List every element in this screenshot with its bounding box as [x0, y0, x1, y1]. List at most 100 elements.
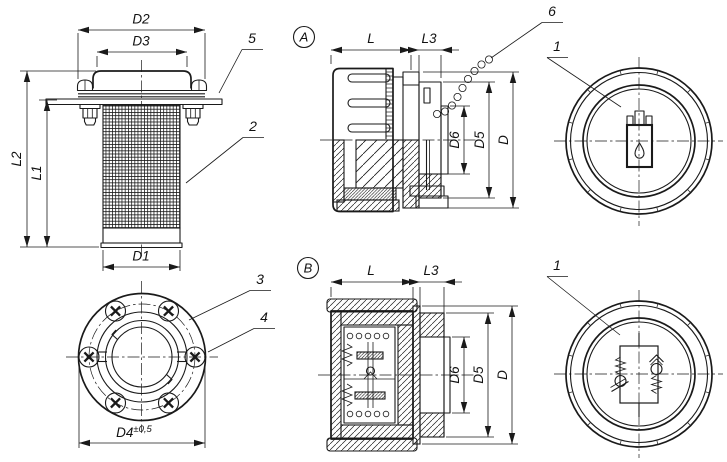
chain-anchor-pin [423, 87, 431, 104]
callout-2-label: 2 [248, 118, 257, 134]
section-hatching [332, 139, 449, 212]
flange-plate [45, 98, 223, 106]
flange-plan-view: D4±0,5 3 4 [66, 271, 275, 448]
cap-outline [565, 300, 713, 448]
oil-can-icon [625, 110, 654, 169]
cap-rim [569, 71, 709, 211]
svg-text:A: A [299, 30, 309, 45]
cap-top-view-b: 1 [546, 257, 723, 458]
view-label-a: A [292, 25, 316, 49]
oil-drop-icon [634, 142, 645, 159]
dimension-d5: D5 [443, 81, 495, 199]
dim-label-d4: D4±0,5 [116, 424, 152, 440]
neck-wall-bottom [419, 412, 445, 438]
phillips-screw [104, 391, 127, 415]
dim-label-d: D [495, 370, 510, 380]
cap-inner-ring [586, 88, 692, 194]
phillips-screw [183, 345, 207, 369]
phillips-screw [157, 299, 180, 323]
spring-top [340, 343, 354, 367]
dimension-d6: D6 [443, 105, 470, 175]
gasket [78, 89, 205, 98]
bore-face [443, 336, 451, 414]
grip-ribs [347, 73, 391, 133]
ball-chain [432, 55, 493, 119]
dimension-l1: L1 [29, 99, 57, 247]
section-view-b: B L L3 [296, 256, 518, 452]
dimension-d5-b: D5 [446, 312, 494, 438]
callout-1-a: 1 [546, 38, 622, 108]
valve-ball-right [650, 362, 663, 376]
screen-bottom-band [102, 227, 181, 244]
view-label-b: B [296, 256, 320, 280]
dim-label-l3: L3 [423, 263, 439, 278]
callout-3: 3 [188, 271, 271, 321]
dim-label-l2: L2 [9, 151, 24, 167]
flange-disc [412, 305, 421, 445]
neck-circle [96, 311, 188, 403]
dimension-d2: D2 [77, 12, 206, 79]
neck-wall-top [419, 312, 445, 338]
dim-label-l: L [367, 263, 375, 278]
cap-shell [92, 70, 192, 89]
callout-4: 4 [207, 309, 275, 353]
dim-label-d3: D3 [132, 34, 150, 49]
callout-6: 6 [490, 3, 563, 59]
callout-5-label: 5 [248, 30, 256, 46]
dimension-d4: D4±0,5 [78, 367, 206, 448]
dimension-l: L [330, 31, 412, 70]
cap-inner-ring [586, 321, 692, 427]
dimension-l3: L3 [401, 31, 459, 78]
callout-1-b: 1 [546, 257, 621, 336]
spring-bottom [340, 383, 354, 407]
valve-mechanism [340, 326, 396, 424]
slotted-screw-left [76, 79, 94, 92]
dimension-d1: D1 [102, 249, 181, 271]
cap-top-face [582, 317, 696, 431]
bayonet-ring [104, 319, 180, 395]
dim-label-d: D [496, 135, 511, 145]
hex-bolt-right [182, 103, 204, 126]
callout-1-label: 1 [553, 38, 561, 54]
valve-ball [365, 366, 376, 376]
filter-screen [102, 104, 181, 229]
knurl-band [385, 69, 393, 139]
callout-3-label: 3 [256, 271, 264, 287]
side-view: D2 D3 D1 L2 L1 5 2 [9, 12, 264, 271]
callout-5: 5 [218, 30, 263, 94]
cap-outline [565, 67, 713, 215]
screen-bottom-plate [100, 242, 183, 249]
cap-bottom-lip [326, 437, 418, 452]
dimension-l2: L2 [9, 70, 99, 248]
dimension-d6-b: D6 [447, 336, 470, 414]
dimension-d-b: D [422, 305, 518, 445]
dimension-l-b: L [330, 263, 414, 303]
cap-top-lip [326, 298, 418, 313]
phillips-screw [104, 299, 127, 323]
dim-label-l: L [367, 31, 375, 46]
cap-top-view-a: 1 [546, 38, 723, 226]
dim-label-d5: D5 [472, 131, 487, 149]
valve-plate-bottom [354, 391, 386, 400]
bayonet-notches [98, 329, 186, 385]
dim-label-l3: L3 [421, 31, 437, 46]
slotted-screw-right [190, 79, 208, 92]
dimension-d3: D3 [96, 34, 188, 67]
valve-spring-right [650, 375, 663, 394]
dim-label-l1: L1 [29, 165, 44, 180]
section-view-a: A [292, 3, 563, 213]
callout-4-label: 4 [260, 309, 268, 325]
hex-bolt-left [79, 103, 101, 126]
dim-label-d6: D6 [447, 366, 462, 384]
cap-rim [569, 304, 709, 444]
dim-label-d1: D1 [132, 249, 149, 264]
callout-2: 2 [185, 118, 264, 184]
dimension-l3-b: L3 [402, 263, 462, 316]
cap-top-face [582, 84, 696, 198]
callout-6-label: 6 [548, 3, 556, 19]
flange-step [393, 76, 419, 86]
phillips-screw [157, 391, 180, 415]
dim-label-d2: D2 [132, 12, 150, 27]
